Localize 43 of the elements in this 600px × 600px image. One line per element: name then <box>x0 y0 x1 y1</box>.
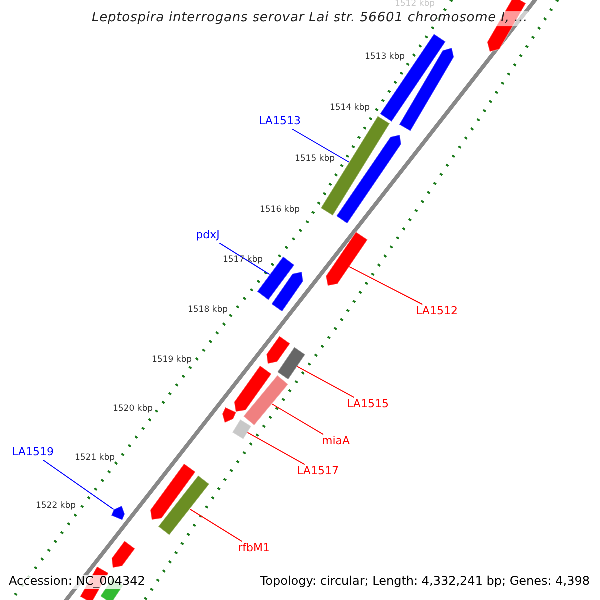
gene-label: LA1512 <box>416 306 458 318</box>
leader-line <box>349 266 424 306</box>
gene-bar <box>232 418 252 440</box>
footer-text: Accession: NC_004342 <box>9 575 146 589</box>
gene-bar <box>158 475 210 536</box>
leader-line <box>272 404 324 436</box>
gene-bar <box>111 540 136 569</box>
scale-tick-label: 1518 kbp <box>188 306 228 316</box>
gene-label: pdxJ <box>196 230 220 242</box>
gene-bar <box>110 505 126 521</box>
scale-tick-label: 1521 kbp <box>74 454 116 464</box>
scale-tick-label: 1522 kbp <box>36 502 76 512</box>
gene-label: LA1519 <box>12 446 54 460</box>
leader-line <box>296 366 355 398</box>
gene-bar <box>266 336 291 365</box>
gene-label: rfbM1 <box>238 542 270 556</box>
gene-bar <box>150 463 196 521</box>
leader-line <box>247 432 306 466</box>
scale-tick-label: 1514 kbp <box>330 104 370 114</box>
scale-tick-label: 1515 kbp <box>294 155 336 165</box>
leader-line <box>43 460 114 510</box>
scale-tick-label: 1513 kbp <box>364 53 406 63</box>
leader-line <box>219 242 270 276</box>
footer-text: Topology: circular; Length: 4,332,241 bp; Genes: 4,398 <box>260 575 590 589</box>
gene-bar <box>271 271 304 312</box>
gene-bar <box>320 116 391 216</box>
title: Leptospira interrogans serovar Lai str. 56601 chromosome I, ... <box>92 12 528 26</box>
gene-bar <box>242 374 290 426</box>
gene-bar <box>336 134 402 224</box>
gene-label: LA1513 <box>259 116 301 128</box>
gene-bar <box>276 346 306 380</box>
scale-tick-label: 1520 kbp <box>112 405 154 415</box>
gene-label: LA1515 <box>347 398 389 412</box>
gene-bar <box>234 365 272 413</box>
gene-bar <box>326 231 368 287</box>
scale-tick-label: 1516 kbp <box>260 206 300 216</box>
gene-bar <box>222 406 238 424</box>
leader-line <box>190 508 243 542</box>
gene-label: miaA <box>322 436 350 448</box>
gene-label: LA1517 <box>297 466 339 478</box>
leader-line <box>292 128 350 163</box>
scale-tick-label: 1517 kbp <box>222 256 264 266</box>
scale-tick-label: 1519 kbp <box>152 356 192 366</box>
